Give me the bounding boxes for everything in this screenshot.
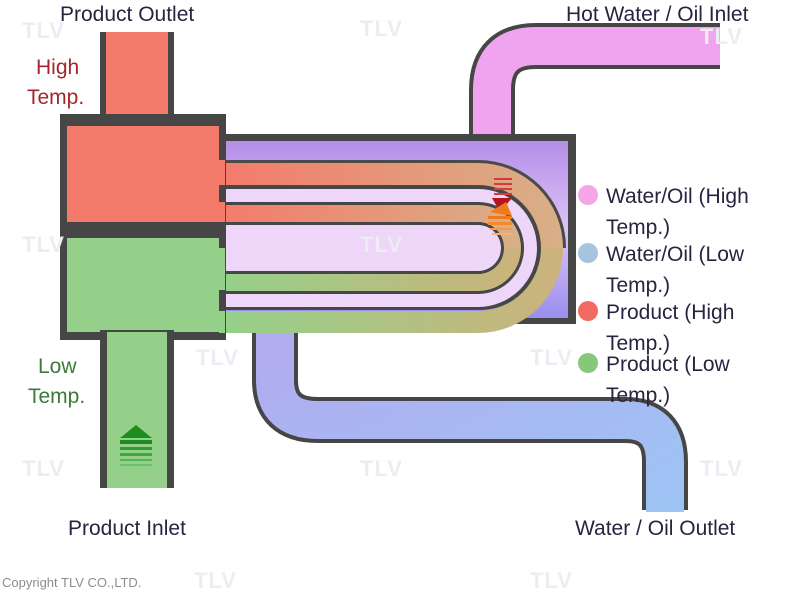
high-temp-label-line1: High [36,56,80,79]
watermark: TLV [360,232,403,257]
watermark: TLV [700,456,743,481]
watermark: TLV [360,16,403,41]
product-header [60,32,226,340]
watermark: TLV [22,232,65,257]
low-temp-label-line1: Low [38,355,77,378]
legend-dot-icon [578,301,598,321]
watermark: TLV [530,568,573,593]
watermark: TLV [22,456,65,481]
watermark: TLV [22,18,65,43]
legend-dot-icon [578,353,598,373]
flow-arrow-orange [488,202,512,235]
watermark: TLV [196,345,239,370]
low-temp-label-line2: Temp. [28,385,86,408]
legend-label: Water/Oil (High Temp.) [606,185,749,239]
copyright: Copyright TLV CO.,LTD. [2,575,142,590]
watermark: TLV [700,24,743,49]
watermark: TLV [530,345,573,370]
watermark: TLV [194,568,237,593]
product-inlet-pipe [100,330,174,488]
high-temp-label-line2: Temp. [27,86,85,109]
product-outlet-label: Product Outlet [60,3,195,26]
legend-dot-icon [578,243,598,263]
watermark: TLV [360,456,403,481]
water-oil-outlet-pipe [252,318,688,512]
legend-dot-icon [578,185,598,205]
hot-water-inlet-label: Hot Water / Oil Inlet [566,3,749,26]
hot-water-inlet-pipe [469,23,720,138]
legend-label: Product (High Temp.) [606,301,735,355]
legend-label: Water/Oil (Low Temp.) [606,243,745,297]
legend-label: Product (Low Temp.) [606,353,730,407]
product-inlet-label: Product Inlet [68,517,186,540]
water-oil-outlet-label: Water / Oil Outlet [575,517,736,540]
